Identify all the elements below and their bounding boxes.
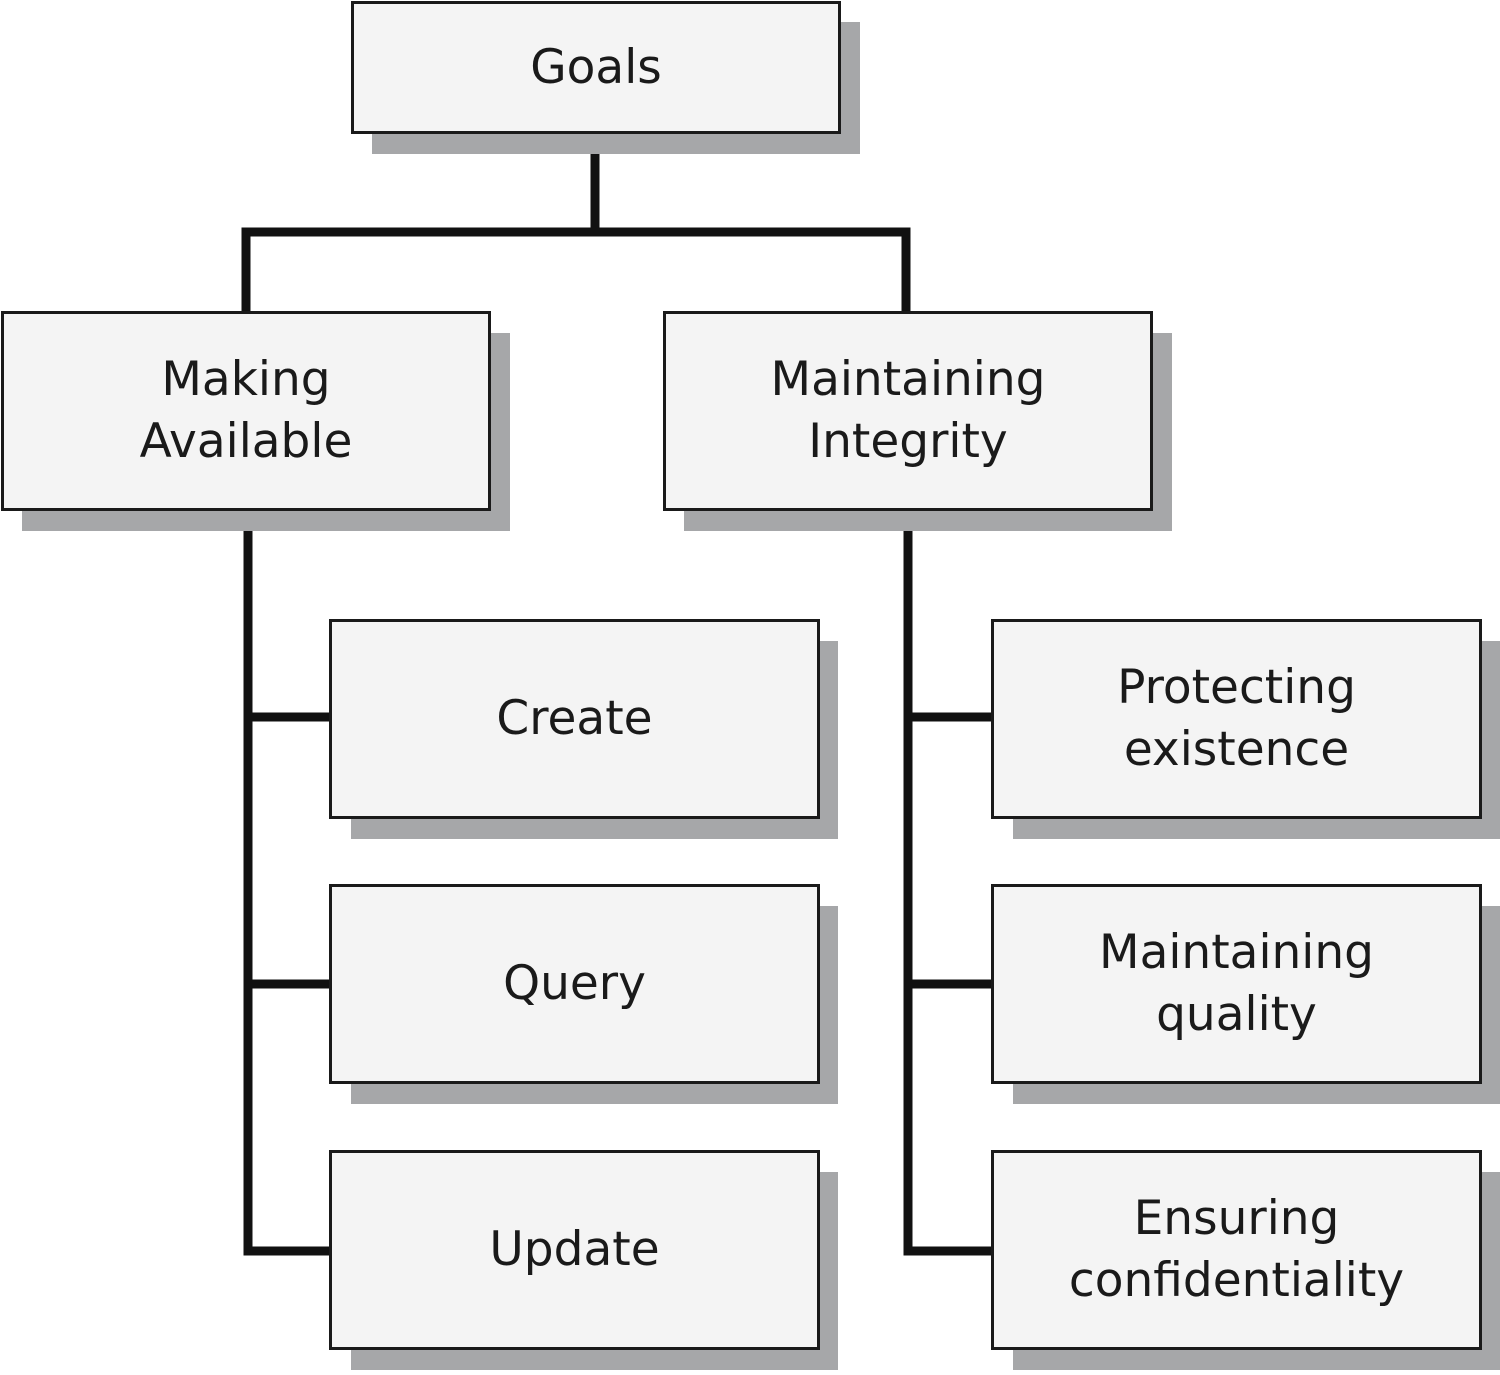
node-query: Query bbox=[329, 884, 820, 1084]
node-goals-label: Goals bbox=[530, 39, 662, 95]
node-goals: Goals bbox=[351, 1, 841, 134]
node-create: Create bbox=[329, 619, 820, 819]
node-making-available: Making Available bbox=[1, 311, 491, 511]
node-maintaining-quality: Maintaining quality bbox=[991, 884, 1482, 1084]
node-ensuring-confidentiality: Ensuring confidentiality bbox=[991, 1150, 1482, 1350]
node-create-label: Create bbox=[496, 691, 653, 746]
node-maintaining-quality-label: Maintaining quality bbox=[1099, 925, 1374, 1042]
node-protecting-existence-label: Protecting existence bbox=[1117, 660, 1356, 777]
node-making-available-label: Making Available bbox=[139, 352, 353, 469]
node-protecting-existence: Protecting existence bbox=[991, 619, 1482, 819]
node-maintaining-integrity: Maintaining Integrity bbox=[663, 311, 1153, 511]
node-query-label: Query bbox=[503, 956, 646, 1011]
node-update-label: Update bbox=[489, 1222, 660, 1277]
node-maintaining-integrity-label: Maintaining Integrity bbox=[770, 352, 1046, 469]
node-ensuring-confidentiality-label: Ensuring confidentiality bbox=[1068, 1191, 1405, 1308]
connector-branch-bar bbox=[241, 227, 911, 317]
node-update: Update bbox=[329, 1150, 820, 1350]
